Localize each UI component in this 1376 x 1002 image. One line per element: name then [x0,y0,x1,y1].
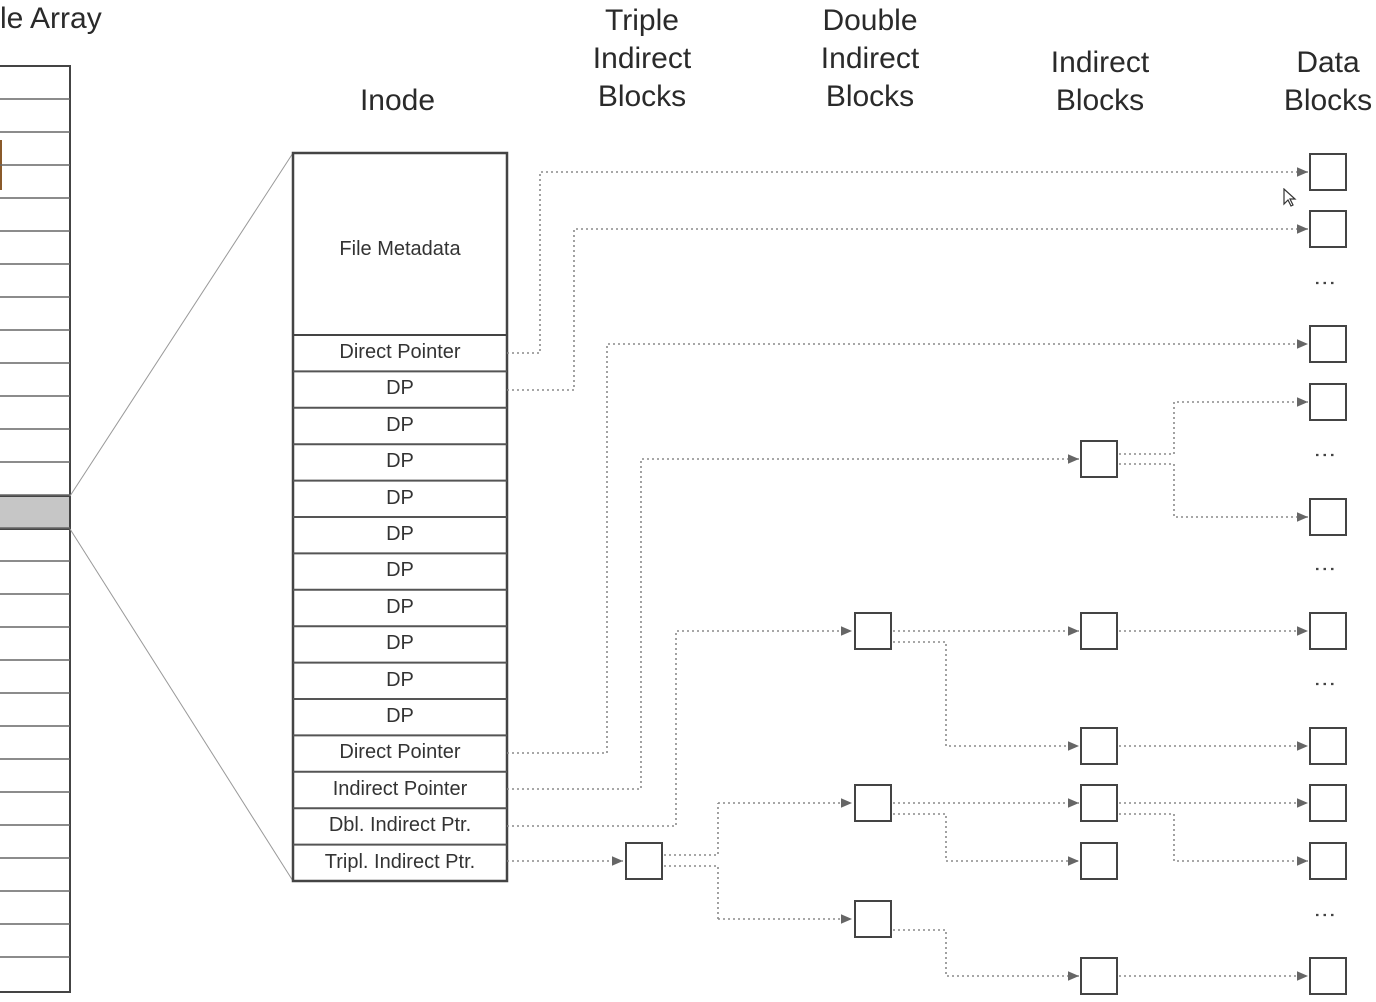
pointer-block [1309,498,1347,536]
pointer-connector [1119,463,1308,522]
file-metadata-label: File Metadata [339,238,461,260]
pointer-block [1309,325,1347,363]
file-array-title: le Array [0,2,102,35]
pointer-connector [893,929,1079,981]
pointer-connector [1119,813,1308,866]
inode-pointer-row: DP [386,413,414,436]
pointer-block [1309,153,1347,191]
pointer-block [854,612,892,650]
data-ellipsis-4: ⋮ [1313,673,1338,697]
data-header-line2: Blocks [1283,84,1373,117]
pointer-connector [1119,397,1308,455]
pointer-block [625,842,663,880]
inode-pointer-row: DP [386,595,414,618]
inode-pointer-row: DP [386,523,414,545]
pointer-block [1309,957,1347,995]
file-array [0,65,71,993]
indirect-header-line2: Blocks [1055,84,1145,117]
pointer-connector [893,813,1079,866]
double-header-line3: Blocks [825,80,915,113]
inode-pointer-row: Tripl. Indirect Ptr. [324,850,476,873]
indirect-blocks-header: Indirect Blocks [1030,44,1170,120]
inode-header: Inode [340,82,455,120]
pointer-block [1080,784,1118,822]
pointer-block [854,900,892,938]
pointer-block [1309,210,1347,248]
pointer-block [1309,727,1347,765]
zoom-line-top [69,152,294,497]
inode-block [291,151,509,883]
data-ellipsis-2: ⋮ [1313,444,1338,468]
pointer-block [1309,612,1347,650]
pointer-block [1080,842,1118,880]
pointer-block [1309,842,1347,880]
inode-pointer-row: Direct Pointer [339,741,461,764]
inode-pointer-row: DP [386,377,414,400]
triple-indirect-header: Triple Indirect Blocks [572,2,712,116]
double-header-line2: Indirect [820,42,920,75]
pointer-connector [664,865,719,919]
pointer-connector [507,454,1079,790]
data-header-line1: Data [1296,46,1360,79]
pointer-connector [507,339,1308,754]
pointer-connector [507,167,1308,354]
pointer-connector [893,641,1079,751]
inode-pointer-row: DP [386,668,414,691]
data-ellipsis-5: ⋮ [1313,904,1338,928]
pointer-block [1309,784,1347,822]
zoom-line-bottom [69,528,294,882]
data-ellipsis-3: ⋮ [1313,558,1338,582]
pointer-block [854,784,892,822]
double-header-line1: Double [822,4,918,37]
pointer-block [1080,612,1118,650]
pointer-block [1309,383,1347,421]
file-array-header: le Array [0,0,102,38]
pointer-connector [507,626,852,827]
inode-pointer-row: DP [386,486,414,509]
inode-title: Inode [359,84,436,117]
inode-pointer-row: Direct Pointer [339,341,461,363]
triple-header-line2: Indirect [592,42,692,75]
mouse-cursor-icon [1283,188,1297,207]
pointer-block [1080,727,1118,765]
inode-pointer-row: DP [386,632,414,655]
inode-pointer-row: DP [386,705,414,727]
double-indirect-header: Double Indirect Blocks [800,2,940,116]
inode-pointer-row: DP [386,559,414,582]
triple-header-line3: Blocks [597,80,687,113]
data-blocks-header: Data Blocks [1268,44,1376,120]
inode-pointer-row: Indirect Pointer [332,777,468,800]
pointer-block [1080,957,1118,995]
file-array-selected-row [0,495,71,530]
pointer-block [1080,440,1118,478]
pointer-connector [664,803,719,856]
triple-header-line1: Triple [605,4,679,37]
data-ellipsis-1: ⋮ [1313,272,1338,296]
inode-pointer-row: DP [386,450,414,473]
indirect-header-line1: Indirect [1050,46,1150,79]
inode-pointer-row: Dbl. Indirect Ptr. [328,814,472,837]
pointer-connector [507,224,1308,391]
